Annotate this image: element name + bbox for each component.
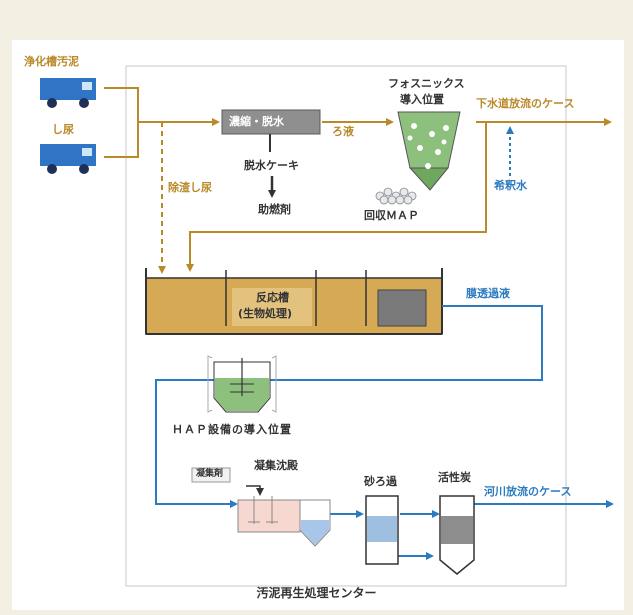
- label-fosnix: フォスニックス: [388, 77, 465, 90]
- label-fuel: 助燃剤: [258, 203, 291, 216]
- truck-sludge-icon: [40, 78, 96, 108]
- hap-equipment: [207, 355, 277, 413]
- carbon-filter: [439, 495, 475, 575]
- label-cake: 脱水ケーキ: [244, 159, 299, 172]
- label-recovered-map: 回収ＭＡＰ: [364, 209, 419, 222]
- coagulation-tank: [237, 496, 331, 547]
- label-debris: 除渣し尿: [168, 181, 212, 194]
- label-sewer: 下水道放流のケース: [476, 97, 575, 110]
- label-sludge: 浄化槽汚泥: [24, 55, 79, 68]
- label-dewater: 濃縮・脱水: [229, 115, 284, 128]
- reaction-tank: [145, 268, 443, 335]
- label-nightsoil: し尿: [52, 123, 74, 136]
- label-river: 河川放流のケース: [484, 485, 572, 498]
- label-fosnix-position: 導入位置: [400, 93, 444, 106]
- label-coag-settle: 凝集沈殿: [254, 459, 298, 472]
- sand-filter: [365, 495, 399, 565]
- label-coagulant: 凝集剤: [196, 469, 224, 479]
- truck-nightsoil-icon: [40, 144, 96, 174]
- label-reactor-bio: (生物処理): [238, 307, 293, 320]
- coagulant-arrow: [246, 485, 264, 496]
- plant-boundary: [125, 65, 567, 587]
- label-carbon: 活性炭: [438, 471, 471, 484]
- fosnix-reactor: [397, 111, 461, 191]
- label-reactor: 反応槽: [256, 291, 289, 304]
- label-membrane: 膜透過液: [466, 287, 510, 300]
- label-filtrate: ろ液: [332, 125, 354, 138]
- recovered-map-icon: [375, 187, 417, 205]
- label-hap-position: ＨＡＰ設備の導入位置: [172, 423, 292, 436]
- label-dilution: 希釈水: [494, 179, 527, 192]
- footer-caption: 汚泥再生処理センター: [256, 586, 377, 600]
- intake-lines: [104, 87, 612, 274]
- coagulant-box: [191, 467, 231, 483]
- label-sand: 砂ろ過: [364, 475, 397, 488]
